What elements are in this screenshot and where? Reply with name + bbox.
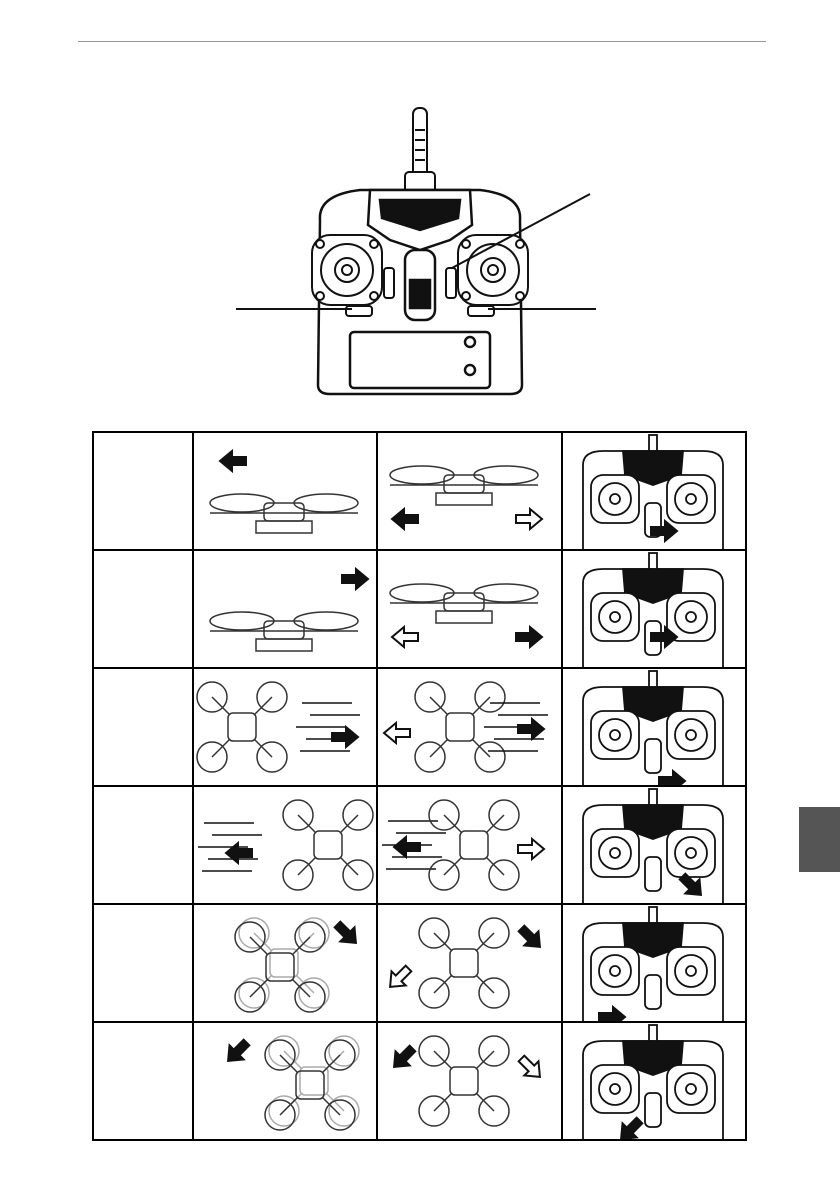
solid-arrow	[226, 843, 252, 863]
drone-figure	[194, 1023, 374, 1139]
drone-figure	[194, 669, 374, 785]
drone-figure	[378, 433, 558, 549]
table-row	[93, 904, 746, 1022]
drone-side-view	[210, 612, 358, 651]
trim-table	[92, 431, 747, 1141]
drone-correction-cell	[377, 668, 561, 786]
table-row	[93, 550, 746, 668]
drone-figure	[378, 787, 558, 903]
drone-motion-cell	[193, 904, 377, 1022]
row-label	[93, 432, 193, 550]
mini-controller	[583, 553, 723, 667]
controller-cell	[562, 904, 746, 1022]
drone-side-view	[390, 584, 538, 623]
solid-arrow	[332, 727, 358, 747]
controller-figure	[563, 669, 743, 785]
table-row	[93, 432, 746, 550]
mini-controller	[583, 671, 723, 785]
table-row	[93, 1022, 746, 1140]
antenna	[405, 108, 435, 194]
hollow-arrow	[384, 723, 410, 743]
drone-motion-cell	[193, 432, 377, 550]
drone-figure	[194, 787, 374, 903]
drone-figure	[378, 669, 558, 785]
drone-motion-cell	[193, 786, 377, 904]
drone-correction-cell	[377, 1022, 561, 1140]
hollow-arrow	[516, 509, 542, 529]
row-label	[93, 1022, 193, 1140]
controller-figure	[563, 433, 743, 549]
drone-correction-cell	[377, 786, 561, 904]
table-row	[93, 786, 746, 904]
controller-cell	[562, 550, 746, 668]
solid-arrow	[387, 1041, 420, 1074]
controller-figure	[563, 905, 743, 1021]
controller-cell	[562, 1022, 746, 1140]
solid-arrow	[330, 917, 363, 950]
solid-arrow	[515, 921, 548, 954]
drone-correction-cell	[377, 432, 561, 550]
row-label	[93, 668, 193, 786]
mini-controller	[583, 789, 723, 903]
drone-motion-cell	[193, 668, 377, 786]
drone-top-view	[419, 1036, 509, 1126]
drone-motion-cell	[193, 1022, 377, 1140]
header-rule	[78, 41, 766, 42]
row-label	[93, 786, 193, 904]
drone-figure	[378, 1023, 558, 1139]
drone-top-view	[283, 800, 373, 890]
row-label	[93, 904, 193, 1022]
solid-arrow	[516, 627, 542, 647]
drone-top-view	[197, 682, 287, 772]
solid-arrow	[394, 837, 420, 857]
drone-side-view	[210, 494, 358, 533]
motion-lines	[198, 823, 262, 871]
hollow-arrow	[518, 839, 544, 859]
controller-illustration	[0, 100, 840, 410]
drone-side-view	[390, 466, 538, 505]
controller-cell	[562, 668, 746, 786]
drone-figure	[378, 551, 558, 667]
table-row	[93, 668, 746, 786]
row-label	[93, 550, 193, 668]
hollow-arrow	[383, 961, 416, 994]
drone-figure	[194, 551, 374, 667]
solid-arrow	[342, 569, 368, 589]
solid-arrow	[392, 509, 418, 529]
controller-figure	[563, 1023, 743, 1139]
controller-cell	[562, 432, 746, 550]
solid-arrow	[220, 451, 246, 471]
drone-correction-cell	[377, 904, 561, 1022]
solid-arrow	[221, 1035, 254, 1068]
controller-figure	[563, 787, 743, 903]
controller-cell	[562, 786, 746, 904]
drone-figure	[378, 905, 558, 1021]
controller-figure	[563, 551, 743, 667]
drone-figure	[194, 433, 374, 549]
drone-figure	[194, 905, 374, 1021]
chapter-tab	[799, 807, 840, 872]
mini-controller	[583, 907, 723, 1021]
drone-correction-cell	[377, 550, 561, 668]
mini-controller	[583, 1025, 723, 1139]
solid-arrow	[518, 719, 544, 739]
drone-motion-cell	[193, 550, 377, 668]
drone-top-view	[419, 918, 509, 1008]
hollow-arrow	[392, 627, 418, 647]
hollow-arrow	[515, 1051, 548, 1084]
drone-top-view	[429, 800, 519, 890]
